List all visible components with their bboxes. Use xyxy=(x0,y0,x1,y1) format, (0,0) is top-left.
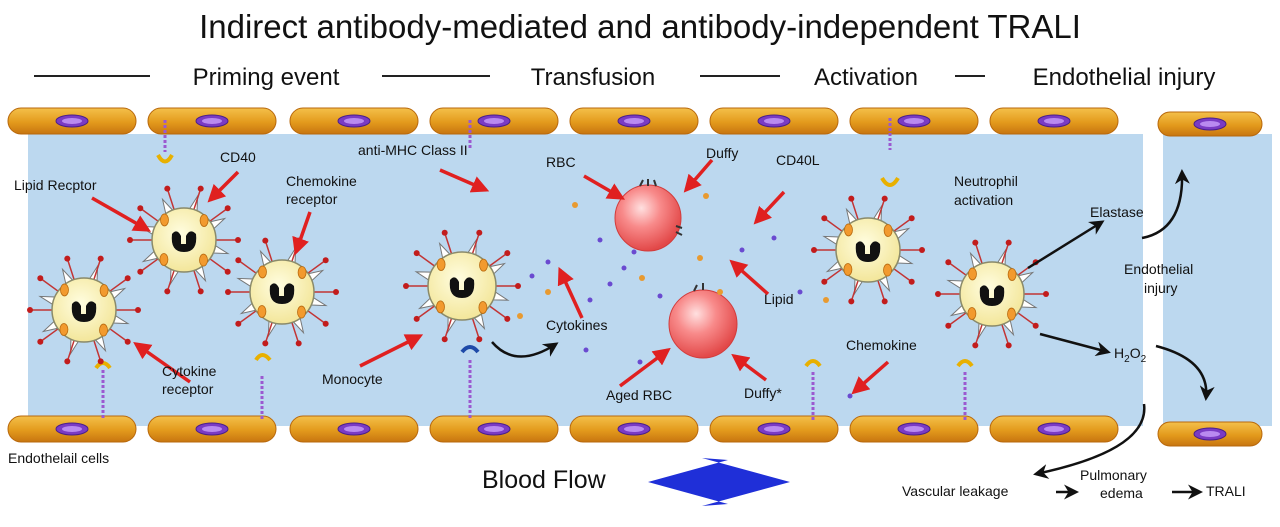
label-pulmonary-1: Pulmonary xyxy=(1080,467,1147,483)
neutrophil-activated xyxy=(935,239,1049,349)
label-cytokines: Cytokines xyxy=(546,317,607,333)
particle-21 xyxy=(631,249,637,255)
label-aged-rbc: Aged RBC xyxy=(606,387,672,403)
endothelial-cells-bottom xyxy=(7,415,1263,447)
particle-3 xyxy=(607,281,613,287)
particle-14 xyxy=(583,347,589,353)
particle-15 xyxy=(637,359,643,365)
leukocyte-1 xyxy=(27,255,141,365)
label-trali: TRALI xyxy=(1206,483,1246,499)
label-duffy-star: Duffy* xyxy=(744,385,782,401)
particle-18 xyxy=(847,393,853,399)
particle-7 xyxy=(545,289,551,295)
phase-transfusion: Transfusion xyxy=(531,64,656,91)
vessel-gap xyxy=(1143,130,1163,430)
particle-2 xyxy=(621,265,627,271)
label-chemokine: Chemokine xyxy=(846,337,917,353)
label-endothelial-injury-2: injury xyxy=(1144,280,1177,296)
label-rbc: RBC xyxy=(546,154,576,170)
label-monocyte: Monocyte xyxy=(322,371,383,387)
label-neutrophil-activation-2: activation xyxy=(954,192,1013,208)
endothelial-cells-top xyxy=(7,107,1263,137)
label-cytokine-receptor-1: Cytokine xyxy=(162,363,217,379)
endothelial-cell-bottom-4 xyxy=(429,415,559,443)
label-endothelial-cells: Endothelail cells xyxy=(8,450,109,466)
endothelial-cell-bottom-3 xyxy=(289,415,419,443)
process-arrows xyxy=(491,169,1215,500)
label-cd40: CD40 xyxy=(220,149,256,165)
diagram-title: Indirect antibody-mediated and antibody-… xyxy=(199,8,1081,45)
monocyte-cell xyxy=(403,229,521,343)
endothelial-cell-top-6 xyxy=(709,107,839,135)
particle-17 xyxy=(797,289,803,295)
endothelial-cell-bottom-5 xyxy=(569,415,699,443)
particle-16 xyxy=(717,289,723,295)
label-endothelial-injury-1: Endothelial xyxy=(1124,261,1193,277)
label-lipid-receptor: Lipid Recptor xyxy=(14,177,97,193)
label-duffy: Duffy xyxy=(706,145,738,161)
leukocyte-3 xyxy=(225,237,339,347)
particle-10 xyxy=(703,193,709,199)
endothelial-cell-bottom-7 xyxy=(849,415,979,443)
endothelial-cell-top-5 xyxy=(569,107,699,135)
label-vascular-leakage: Vascular leakage xyxy=(902,483,1009,499)
endothelial-cell-bottom-9 xyxy=(1157,421,1263,447)
endothelial-cell-bottom-1 xyxy=(7,415,137,443)
endothelial-cell-top-7 xyxy=(849,107,979,135)
phase-priming-event: Priming event xyxy=(193,64,340,91)
particle-22 xyxy=(697,255,703,261)
endothelial-receptors xyxy=(94,118,974,420)
particle-9 xyxy=(597,237,603,243)
rbc-aged xyxy=(668,283,738,359)
particle-6 xyxy=(529,273,535,279)
endothelial-cell-bottom-2 xyxy=(147,415,277,443)
blood-flow-arrow xyxy=(648,458,790,506)
endothelial-cell-top-3 xyxy=(289,107,419,135)
phase-activation: Activation xyxy=(814,64,918,91)
lipid-particles xyxy=(517,193,853,399)
particle-1 xyxy=(572,202,578,208)
label-cytokine-receptor-2: receptor xyxy=(162,381,214,397)
label-cd40l: CD40L xyxy=(776,152,820,168)
label-anti-mhc: anti-MHC Class II xyxy=(358,142,468,158)
endothelial-cell-top-1 xyxy=(7,107,137,135)
endothelial-cell-top-9 xyxy=(1157,111,1263,137)
label-chemokine-receptor-1: Chemokine xyxy=(286,173,357,189)
particle-5 xyxy=(657,293,663,299)
endothelial-cell-bottom-8 xyxy=(989,415,1119,443)
particle-12 xyxy=(771,235,777,241)
diagram-labels: Lipid Recptor CD40 Chemokine receptor Cy… xyxy=(8,142,1246,501)
red-pointer-arrows xyxy=(91,158,890,395)
particle-19 xyxy=(823,297,829,303)
particle-11 xyxy=(739,247,745,253)
endothelial-cell-top-2 xyxy=(147,107,277,135)
leukocyte-2 xyxy=(127,185,241,295)
particle-13 xyxy=(517,313,523,319)
label-lipid: Lipid xyxy=(764,291,794,307)
blood-vessel-lumen xyxy=(28,134,1272,426)
label-chemokine-receptor-2: receptor xyxy=(286,191,338,207)
label-pulmonary-2: edema xyxy=(1100,485,1143,501)
label-blood-flow: Blood Flow xyxy=(482,466,607,494)
label-elastase: Elastase xyxy=(1090,204,1144,220)
phase-endothelial-injury: Endothelial injury xyxy=(1033,64,1216,91)
endothelial-cell-top-4 xyxy=(429,107,559,135)
label-h2o2: H2O2 xyxy=(1114,345,1147,365)
particle-20 xyxy=(545,259,551,265)
rbc-top xyxy=(614,179,683,252)
endothelial-cell-bottom-6 xyxy=(709,415,839,443)
particle-8 xyxy=(587,297,593,303)
particle-4 xyxy=(639,275,645,281)
leukocyte-activated-1 xyxy=(811,195,925,305)
label-neutrophil-activation-1: Neutrophil xyxy=(954,173,1018,189)
leukocytes xyxy=(27,185,1049,365)
endothelial-cell-top-8 xyxy=(989,107,1119,135)
